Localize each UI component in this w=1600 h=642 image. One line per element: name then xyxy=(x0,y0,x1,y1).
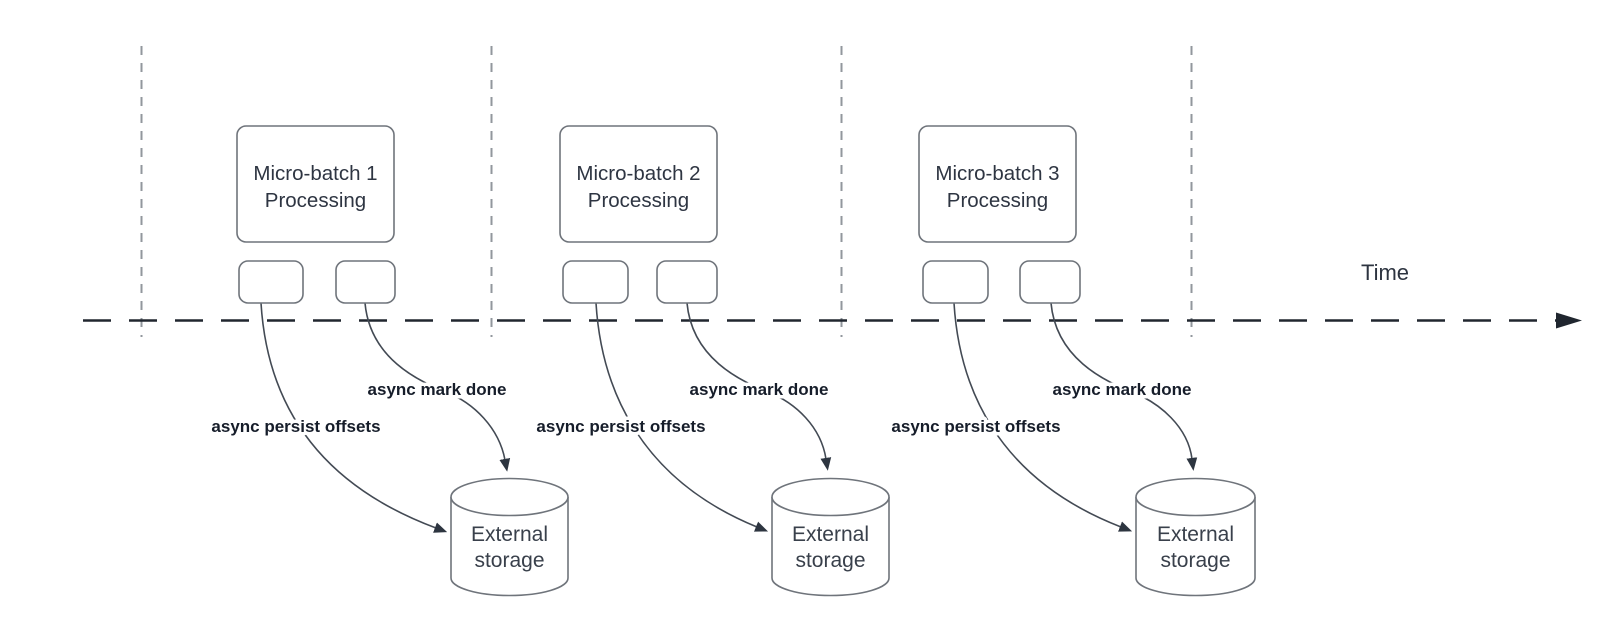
micro-batch-3-box xyxy=(918,125,1077,243)
micro-batch-1-done-task-box xyxy=(335,260,396,304)
storage-cylinder-body-2 xyxy=(771,497,890,597)
batch-3-persist-offsets-arrow xyxy=(953,302,1133,532)
batch-2-persist-offsets-label: async persist offsets xyxy=(536,417,705,436)
external-storage-3: External storage xyxy=(1135,477,1256,597)
micro-batch-2-done-task-box xyxy=(656,260,718,304)
batch-2-persist-offsets-arrow xyxy=(595,302,769,532)
batch-2-mark-done-label: async mark done xyxy=(690,380,829,399)
storage-2-label-line1: External xyxy=(792,523,869,546)
batch-3-persist-offsets-label: async persist offsets xyxy=(891,417,1060,436)
micro-batch-1-title-line1: Micro-batch 1 xyxy=(253,162,377,185)
batch-1-persist-offsets-label: async persist offsets xyxy=(211,417,380,436)
timeline-axis: Time xyxy=(83,260,1582,329)
time-guide-lines xyxy=(140,46,1193,337)
timeline-arrowhead-icon xyxy=(1556,312,1582,329)
micro-batch-1-box xyxy=(236,125,395,243)
batch-3-mark-done-arrow xyxy=(1050,302,1198,471)
storage-cylinder-body-1 xyxy=(450,497,569,597)
micro-batch-1-title-line2: Processing xyxy=(265,189,366,212)
external-storage-2: External storage xyxy=(771,477,890,597)
connectors xyxy=(260,302,1198,533)
storage-3-label-line2: storage xyxy=(1160,549,1230,572)
storage-cylinder-body-3 xyxy=(1135,497,1256,597)
micro-batch-3-offset-task-box xyxy=(922,260,989,304)
micro-batch-2-title-line1: Micro-batch 2 xyxy=(576,162,700,185)
micro-batch-1-group: Micro-batch 1 Processing xyxy=(236,125,396,304)
batch-2-mark-done-arrow xyxy=(686,302,832,471)
storage-cylinder-top-2 xyxy=(771,477,890,517)
storage-3-label-line1: External xyxy=(1157,523,1234,546)
batch-1-mark-done-arrow xyxy=(364,302,511,472)
external-storage-1: External storage xyxy=(450,477,569,597)
connector-labels: async mark done async persist offsets as… xyxy=(208,377,1195,440)
batch-1-persist-offsets-arrow xyxy=(260,302,448,533)
micro-batch-3-done-task-box xyxy=(1019,260,1081,304)
micro-batch-3-group: Micro-batch 3 Processing xyxy=(918,125,1081,304)
micro-batch-2-offset-task-box xyxy=(562,260,629,304)
batch-3-mark-done-label: async mark done xyxy=(1053,380,1192,399)
storage-1-label-line2: storage xyxy=(474,549,544,572)
micro-batch-2-title-line2: Processing xyxy=(588,189,689,212)
storage-cylinder-top-3 xyxy=(1135,477,1256,517)
micro-batch-3-title-line2: Processing xyxy=(947,189,1048,212)
batch-1-mark-done-label: async mark done xyxy=(368,380,507,399)
micro-batch-3-title-line1: Micro-batch 3 xyxy=(935,162,1059,185)
micro-batch-2-box xyxy=(559,125,718,243)
micro-batch-1-offset-task-box xyxy=(238,260,304,304)
storage-2-label-line2: storage xyxy=(795,549,865,572)
storage-cylinder-top-1 xyxy=(450,477,569,517)
time-label: Time xyxy=(1361,260,1409,285)
micro-batch-2-group: Micro-batch 2 Processing xyxy=(559,125,718,304)
storage-1-label-line1: External xyxy=(471,523,548,546)
